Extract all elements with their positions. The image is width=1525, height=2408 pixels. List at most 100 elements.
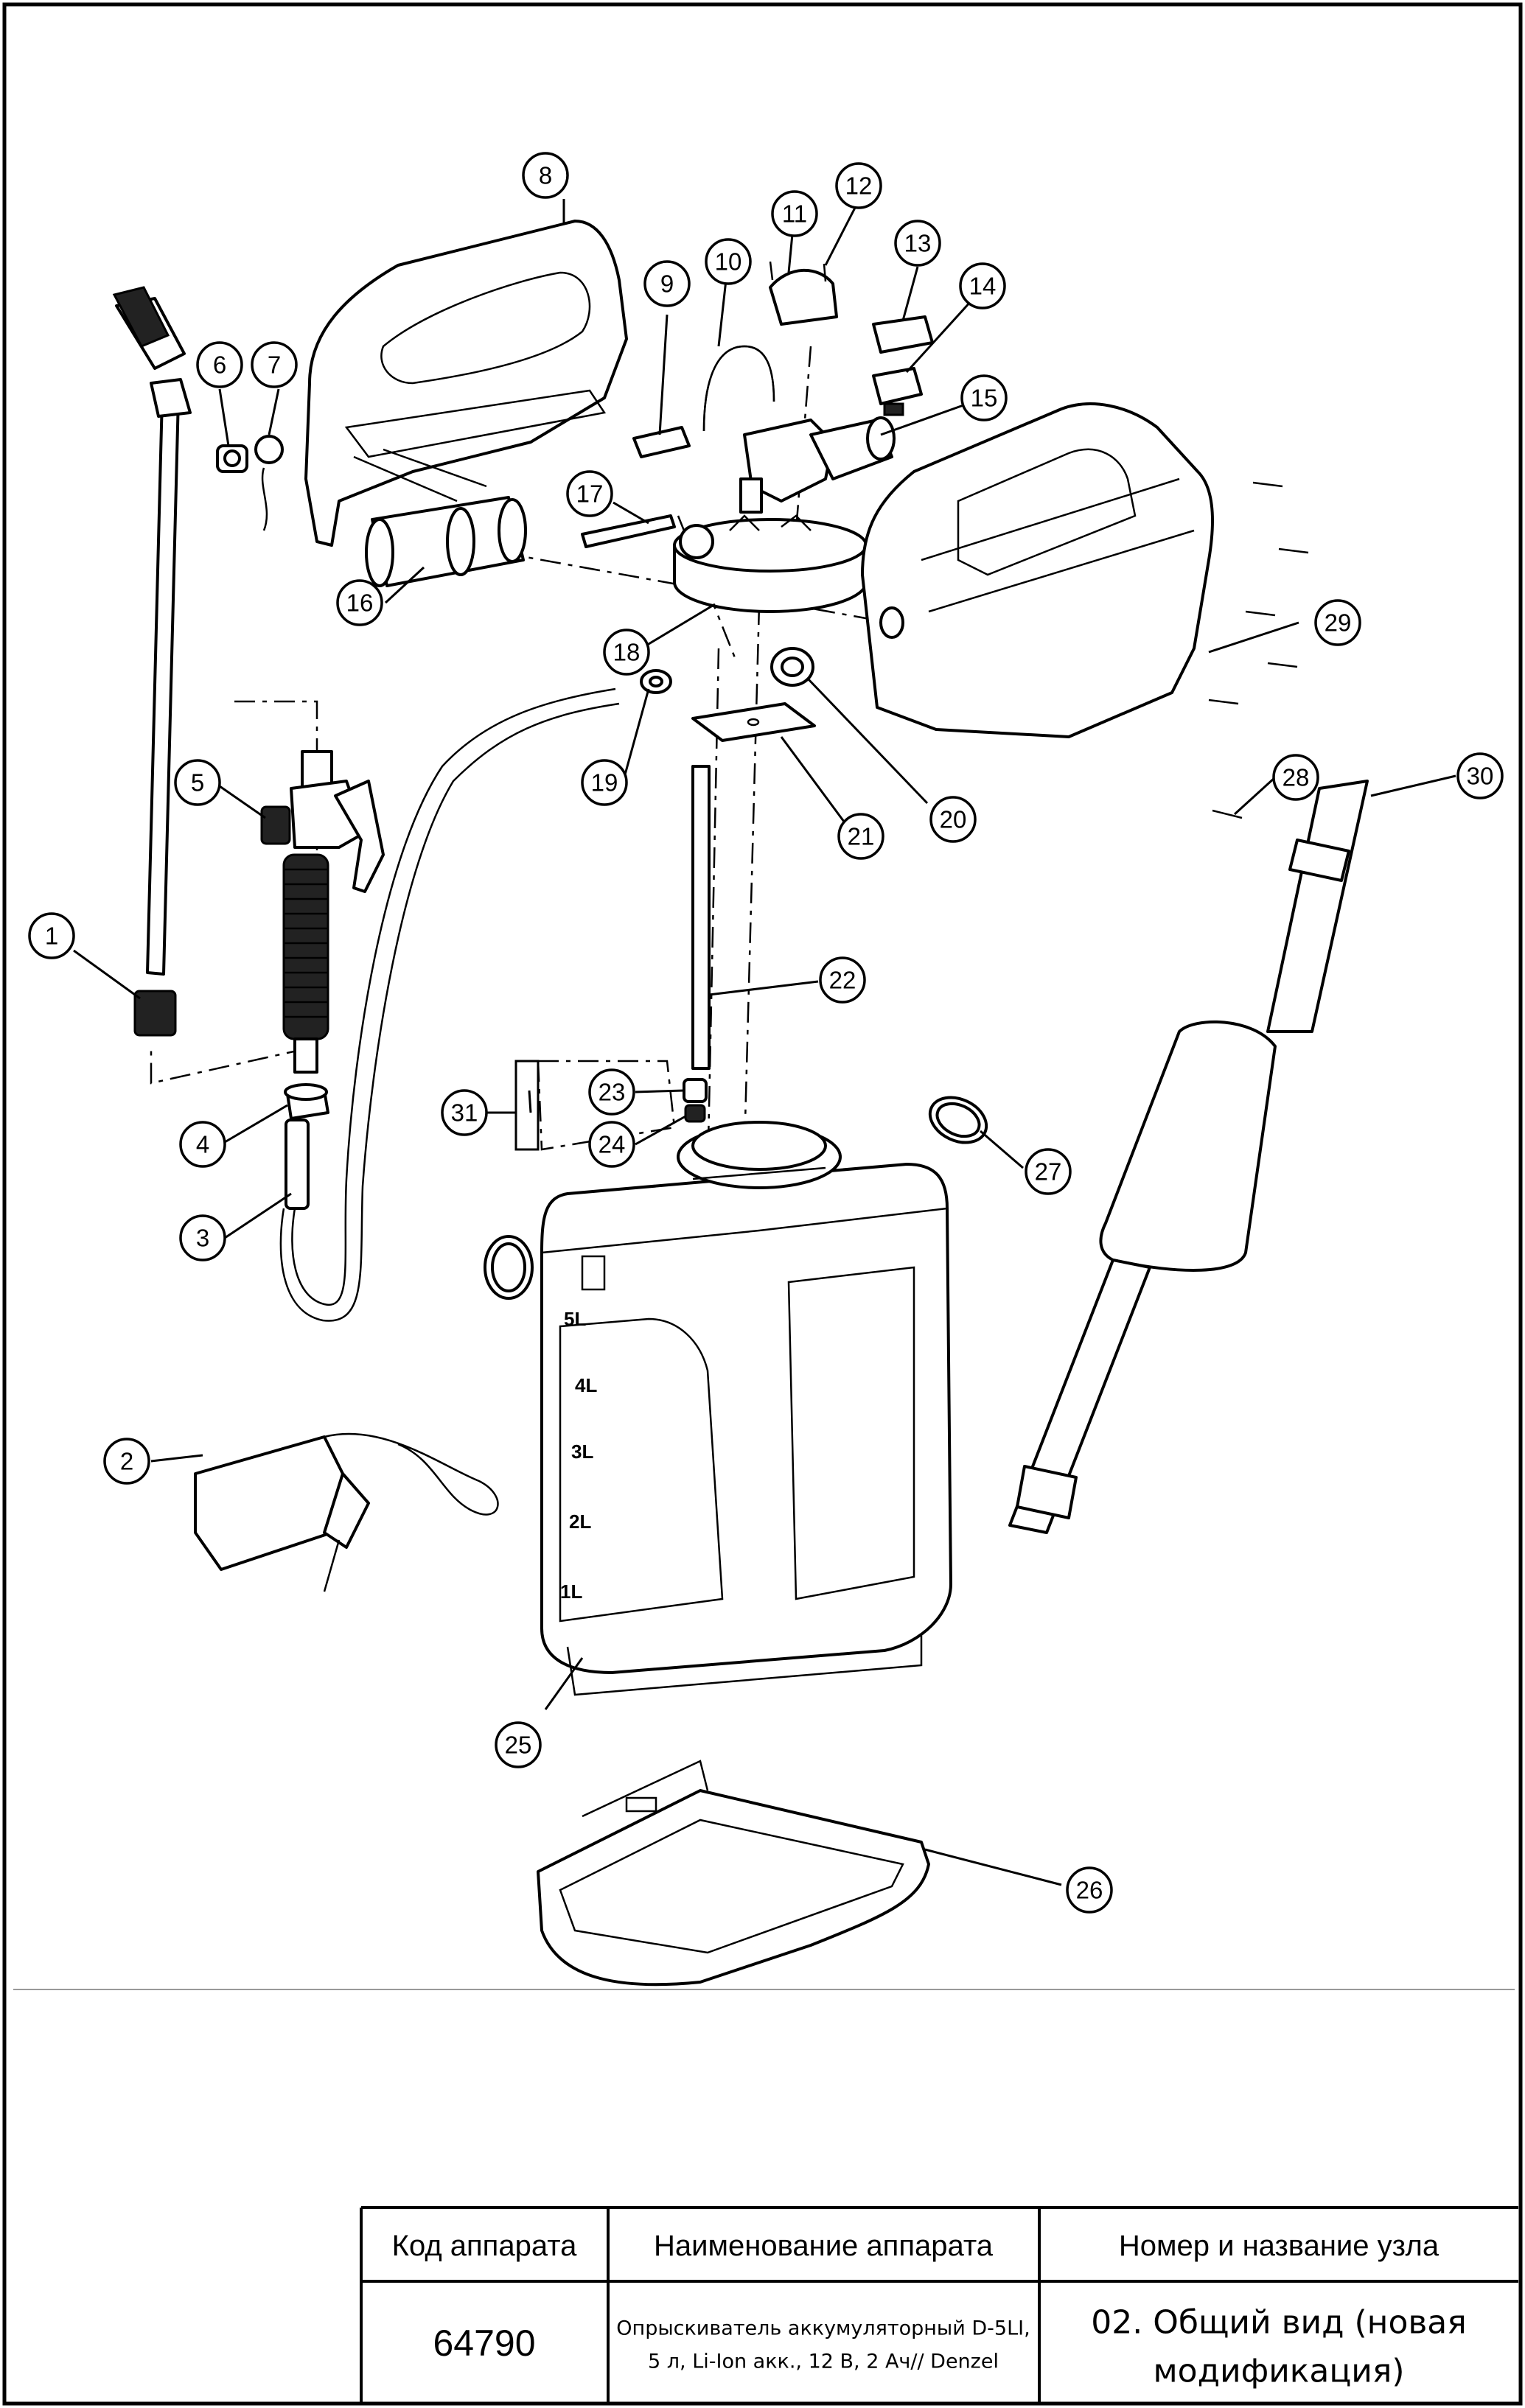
callout-24: 24 (588, 1121, 635, 1168)
svg-text:3: 3 (196, 1225, 209, 1252)
svg-text:29: 29 (1325, 609, 1352, 637)
part-battery-cover (304, 220, 628, 547)
part-pin (581, 514, 676, 548)
header-code: Код аппарата (392, 2230, 577, 2262)
svg-text:21: 21 (848, 823, 875, 850)
callout-21: 21 (837, 813, 884, 860)
svg-text:2: 2 (120, 1448, 133, 1475)
callout-9: 9 (643, 260, 691, 307)
svg-text:26: 26 (1076, 1877, 1103, 1904)
part-lance (112, 286, 192, 1037)
callout-leaders (73, 199, 1456, 1886)
callout-23: 23 (588, 1068, 635, 1116)
callout-14: 14 (959, 262, 1006, 309)
callout-30: 30 (1456, 752, 1504, 799)
part-o-ring (928, 1096, 988, 1144)
svg-text:17: 17 (576, 480, 604, 508)
part-suction-tube (691, 765, 711, 1070)
svg-text:14: 14 (969, 273, 997, 300)
callout-18: 18 (603, 629, 650, 676)
part-nut (284, 1083, 329, 1120)
callout-20: 20 (929, 796, 977, 843)
callout-16: 16 (336, 579, 383, 626)
part-screws (1208, 481, 1309, 819)
svg-text:19: 19 (591, 769, 618, 797)
part-grommet (770, 647, 814, 687)
svg-text:25: 25 (505, 1732, 532, 1759)
part-tube (702, 345, 775, 432)
scale-label-4l: 4L (575, 1374, 597, 1396)
svg-text:11: 11 (782, 200, 807, 228)
svg-text:28: 28 (1283, 764, 1310, 791)
svg-text:24: 24 (599, 1131, 626, 1158)
callout-11: 11 (771, 190, 818, 237)
callout-6: 6 (196, 341, 243, 388)
callout-25: 25 (495, 1721, 542, 1768)
part-pump (739, 416, 896, 514)
scale-label-1l: 1L (560, 1581, 582, 1603)
callout-22: 22 (819, 956, 866, 1004)
svg-text:18: 18 (613, 639, 641, 666)
callout-2: 2 (103, 1438, 150, 1485)
callout-29: 29 (1314, 599, 1361, 646)
svg-text:16: 16 (346, 589, 374, 617)
title-block: Код аппарата Наименование аппарата Номер… (360, 2206, 1518, 2404)
exploded-diagram: 5L 4L 3L 2L 1L (28, 152, 1504, 1987)
part-fitting-7 (254, 435, 284, 531)
callout-19: 19 (581, 759, 628, 806)
callout-13: 13 (894, 220, 941, 267)
value-node-line1: 02. Общий вид (новая (1091, 2304, 1467, 2342)
part-plate (632, 426, 691, 458)
scale-label-2l: 2L (569, 1511, 591, 1533)
svg-text:22: 22 (829, 967, 856, 994)
part-filter (683, 1078, 708, 1123)
svg-text:23: 23 (599, 1079, 626, 1106)
callout-12: 12 (835, 162, 882, 209)
part-base-tray (537, 1760, 930, 1987)
svg-text:15: 15 (971, 385, 998, 412)
svg-text:6: 6 (213, 351, 226, 379)
scale-label-5l: 5L (564, 1308, 586, 1330)
value-name-line1: Опрыскиватель аккумуляторный D-5LI, (616, 2317, 1030, 2340)
callout-4: 4 (179, 1121, 226, 1168)
part-switch (872, 367, 923, 416)
callout-28: 28 (1272, 754, 1319, 801)
svg-text:4: 4 (196, 1131, 209, 1158)
part-o-ring-side (484, 1235, 534, 1300)
part-hose (279, 687, 620, 1322)
part-strap (1008, 780, 1369, 1534)
svg-text:13: 13 (904, 230, 932, 257)
svg-text:31: 31 (451, 1099, 478, 1127)
part-battery-pack (365, 496, 527, 587)
value-name-line2: 5 л, Li-Ion акк., 12 В, 2 Ач// Denzel (648, 2351, 999, 2373)
callout-8: 8 (522, 152, 569, 199)
callout-15: 15 (960, 374, 1008, 421)
header-node: Номер и название узла (1119, 2230, 1439, 2262)
callout-31: 31 (441, 1089, 488, 1136)
svg-text:20: 20 (940, 806, 967, 833)
value-code: 64790 (433, 2323, 535, 2364)
svg-text:12: 12 (845, 172, 873, 200)
svg-text:10: 10 (715, 248, 742, 276)
part-tank (540, 1121, 952, 1696)
svg-text:27: 27 (1035, 1158, 1062, 1186)
part-clamp (769, 261, 838, 326)
svg-text:9: 9 (660, 270, 674, 298)
callout-3: 3 (179, 1214, 226, 1261)
svg-text:30: 30 (1467, 763, 1494, 790)
callout-7: 7 (251, 341, 298, 388)
svg-text:7: 7 (268, 351, 281, 379)
part-pump-mount (673, 514, 868, 613)
callout-5: 5 (174, 759, 221, 806)
header-name: Наименование аппарата (654, 2230, 994, 2262)
svg-text:5: 5 (191, 769, 204, 797)
value-node-line2: модификация) (1153, 2353, 1404, 2390)
svg-text:1: 1 (45, 923, 58, 950)
part-fitting-6 (216, 444, 248, 473)
svg-text:8: 8 (539, 162, 552, 189)
callout-1: 1 (28, 912, 75, 959)
part-fitting-19 (640, 669, 672, 694)
part-trigger-valve (260, 750, 385, 1074)
